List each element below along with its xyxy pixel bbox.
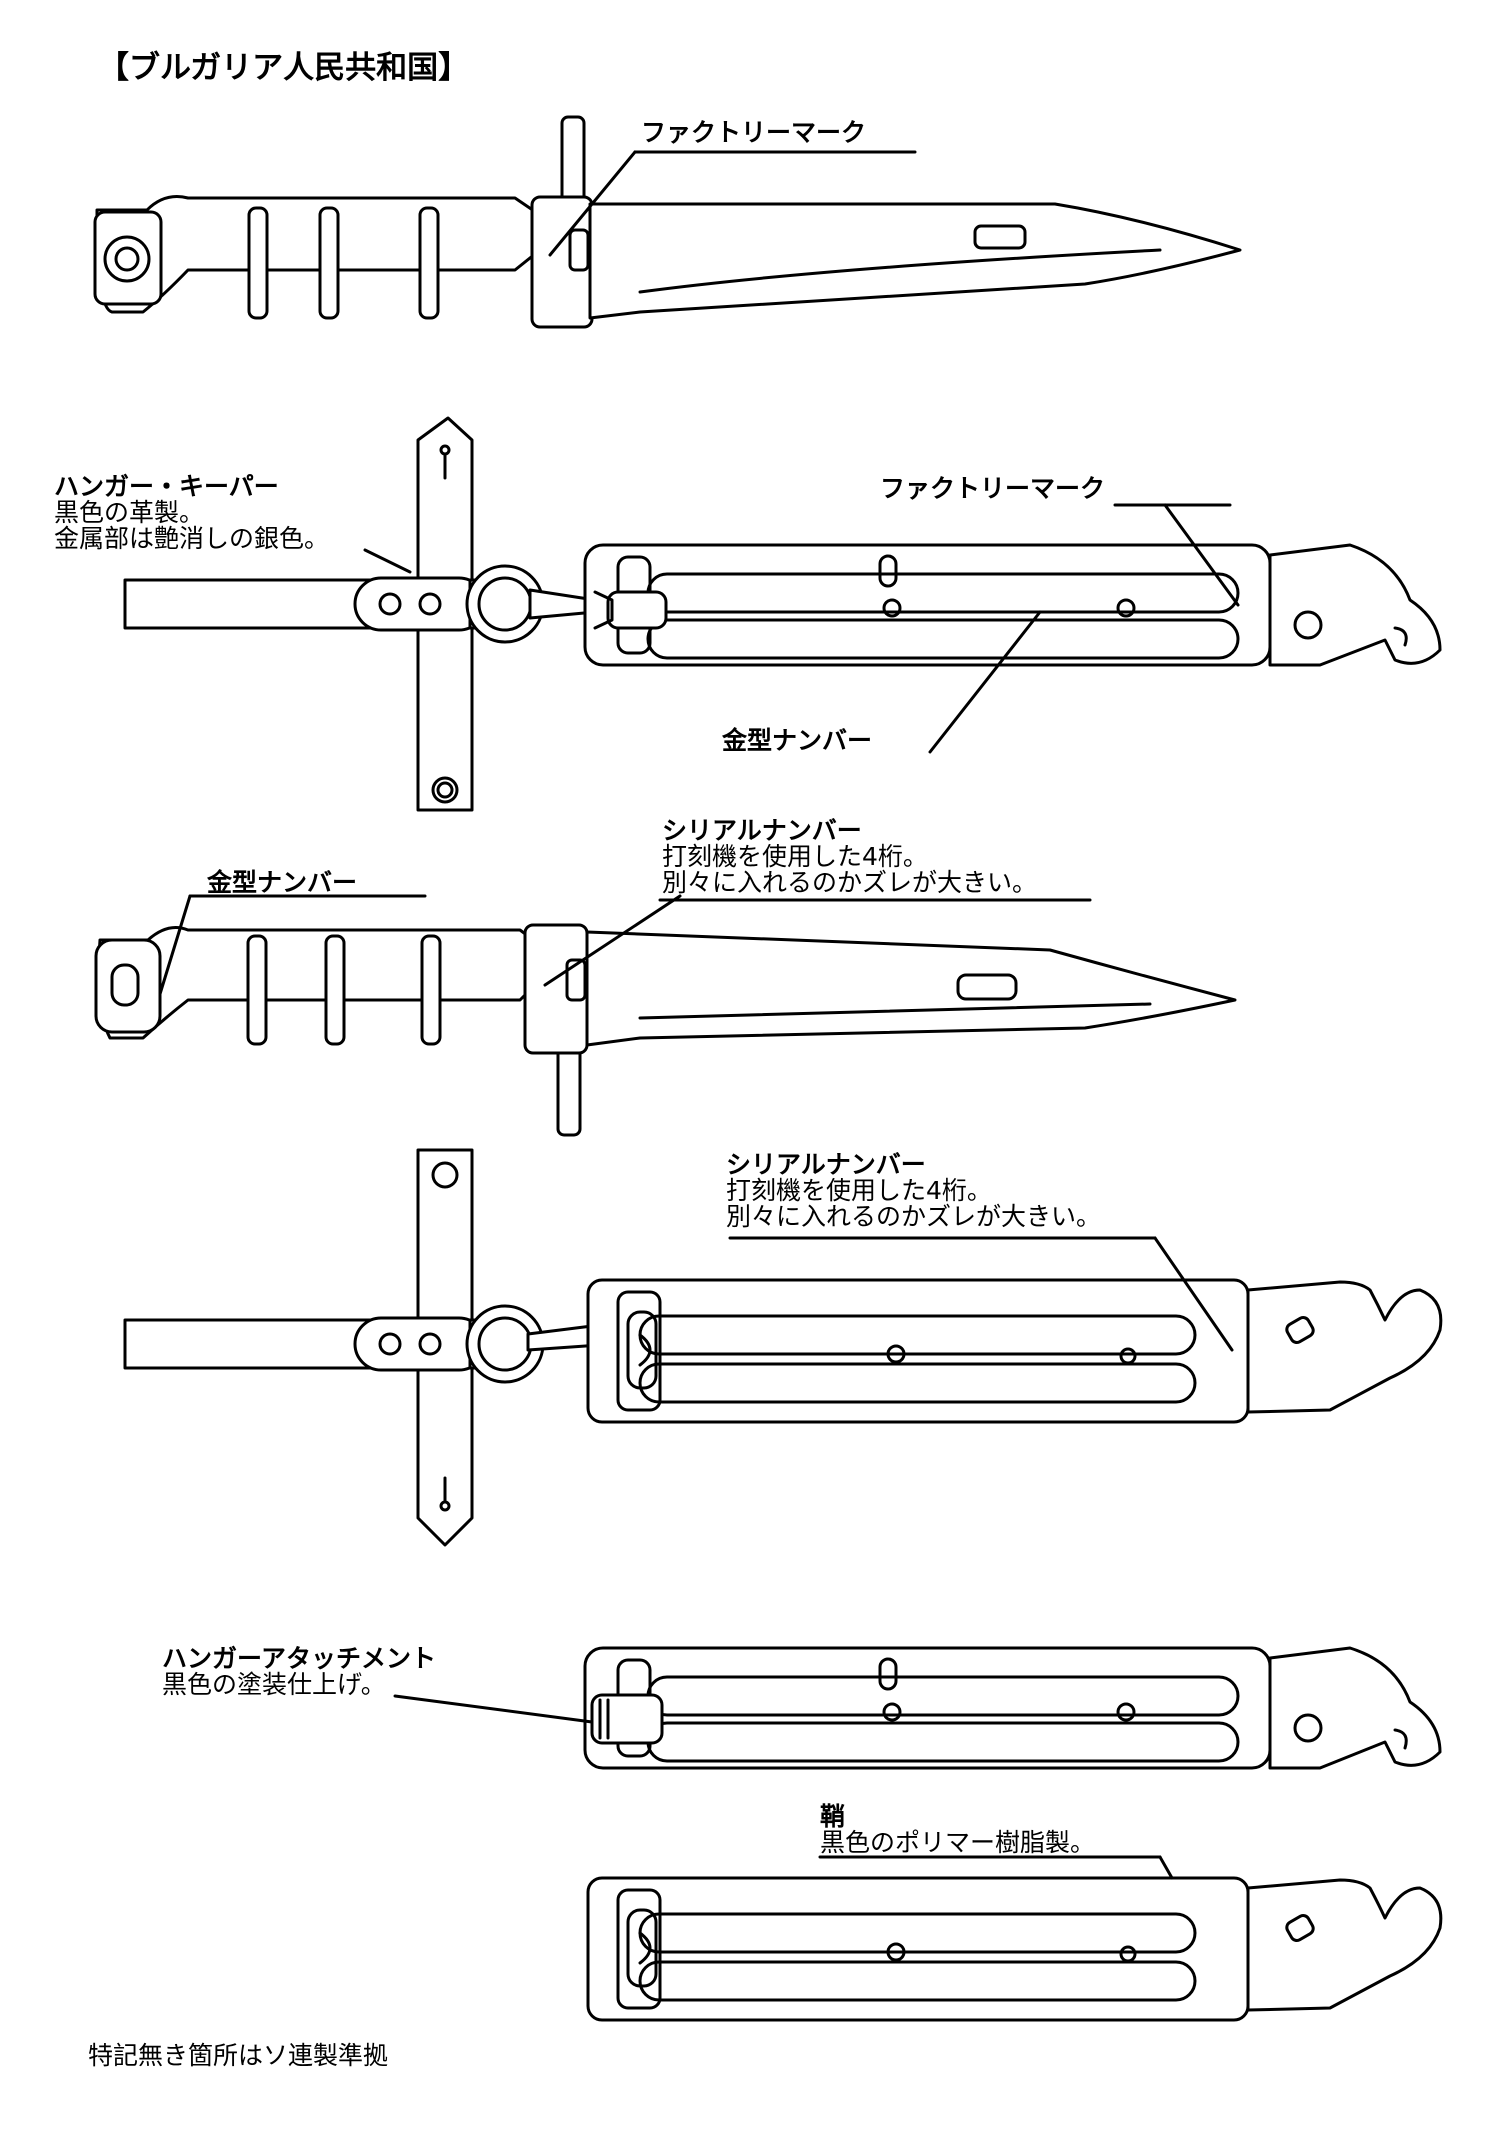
hanger-1-strap	[123, 416, 492, 812]
bayonet-2-ring	[565, 958, 587, 1002]
scabbard-hanger-2	[123, 1148, 1443, 1547]
bayonet-2-crossguard	[523, 923, 589, 1055]
bayonet-1	[93, 115, 1242, 329]
hanger-2-strap	[123, 1148, 492, 1547]
hanger-attachment-label: ハンガーアタッチメント 黒色の塗装仕上げ。	[162, 1646, 436, 1698]
factory-mark-label-1-text: ファクトリーマーク	[641, 118, 867, 147]
scabbard-3	[393, 1646, 1442, 1770]
serial-2-desc-2: 別々に入れるのかズレが大きい。	[726, 1202, 1102, 1231]
bayonet-2-blade	[585, 930, 1237, 1047]
scabbard-title: 鞘	[820, 1802, 846, 1831]
bayonet-1-guard-bar	[560, 115, 586, 207]
factory-mark-label-1: ファクトリーマーク	[641, 120, 866, 146]
scabbard-1-body	[583, 543, 1442, 667]
factory-mark-label-2: ファクトリーマーク	[880, 476, 1105, 502]
serial-number-label-2: シリアルナンバー 打刻機を使用した4桁。 別々に入れるのかズレが大きい。	[726, 1152, 1101, 1230]
hanger-1-d-ring	[465, 564, 597, 644]
serial-1-desc-2: 別々に入れるのかズレが大きい。	[662, 868, 1038, 897]
bayonet-2-mold-leader	[158, 894, 192, 996]
bayonet-2-grip	[94, 926, 542, 1046]
hanger-keeper-leader	[363, 548, 412, 574]
scabbard-desc: 黒色のポリマー樹脂製。	[820, 1828, 1096, 1857]
scabbard-4	[586, 1855, 1443, 2022]
hanger-attachment-desc: 黒色の塗装仕上げ。	[162, 1670, 386, 1699]
serial-2-desc-1: 打刻機を使用した4桁。	[726, 1176, 992, 1205]
bayonet-1-ring	[568, 228, 590, 272]
footnote: 特記無き箇所はソ連製準拠	[88, 2041, 389, 2070]
scabbard-hanger-1	[123, 416, 1442, 812]
scabbard-label: 鞘 黒色のポリマー樹脂製。	[820, 1804, 1095, 1856]
serial-1-title: シリアルナンバー	[662, 816, 862, 845]
bayonet-1-factory-mark-leader	[548, 150, 637, 257]
serial-number-label-1: シリアルナンバー 打刻機を使用した4桁。 別々に入れるのかズレが大きい。	[662, 818, 1037, 896]
hanger-keeper-desc-1: 黒色の革製。	[54, 498, 205, 527]
hanger-attachment-title: ハンガーアタッチメント	[162, 1644, 437, 1673]
bayonet-1-blade	[588, 202, 1242, 320]
hanger-keeper-title: ハンガー・キーパー	[54, 472, 279, 501]
scabbard-2-body	[586, 1278, 1443, 1424]
page-title: 【ブルガリア人民共和国】	[98, 50, 470, 86]
hanger-keeper-desc-2: 金属部は艶消しの銀色。	[54, 524, 330, 553]
hanger-keeper-label: ハンガー・キーパー 黒色の革製。 金属部は艶消しの銀色。	[54, 474, 329, 552]
hanger-attachment	[590, 1693, 664, 1745]
hanger-attachment-leader	[393, 1694, 594, 1724]
mold-number-label-2-text: 金型ナンバー	[207, 868, 358, 897]
mold-number-label-1-text: 金型ナンバー	[722, 726, 873, 755]
factory-mark-label-2-text: ファクトリーマーク	[880, 474, 1106, 503]
scabbard-1-mold-leader	[928, 610, 1042, 754]
serial-1-desc-1: 打刻機を使用した4桁。	[662, 842, 928, 871]
mold-number-label-2: 金型ナンバー	[207, 870, 357, 896]
hanger-2-d-ring	[465, 1304, 602, 1384]
scabbard-1-factory-mark-leader	[1163, 503, 1240, 607]
serial-2-title: シリアルナンバー	[726, 1150, 926, 1179]
bayonet-2	[94, 894, 1237, 1137]
bayonet-1-grip	[93, 195, 542, 320]
bayonet-2-serial-leader	[543, 894, 682, 987]
mold-number-label-1: 金型ナンバー	[722, 728, 872, 754]
